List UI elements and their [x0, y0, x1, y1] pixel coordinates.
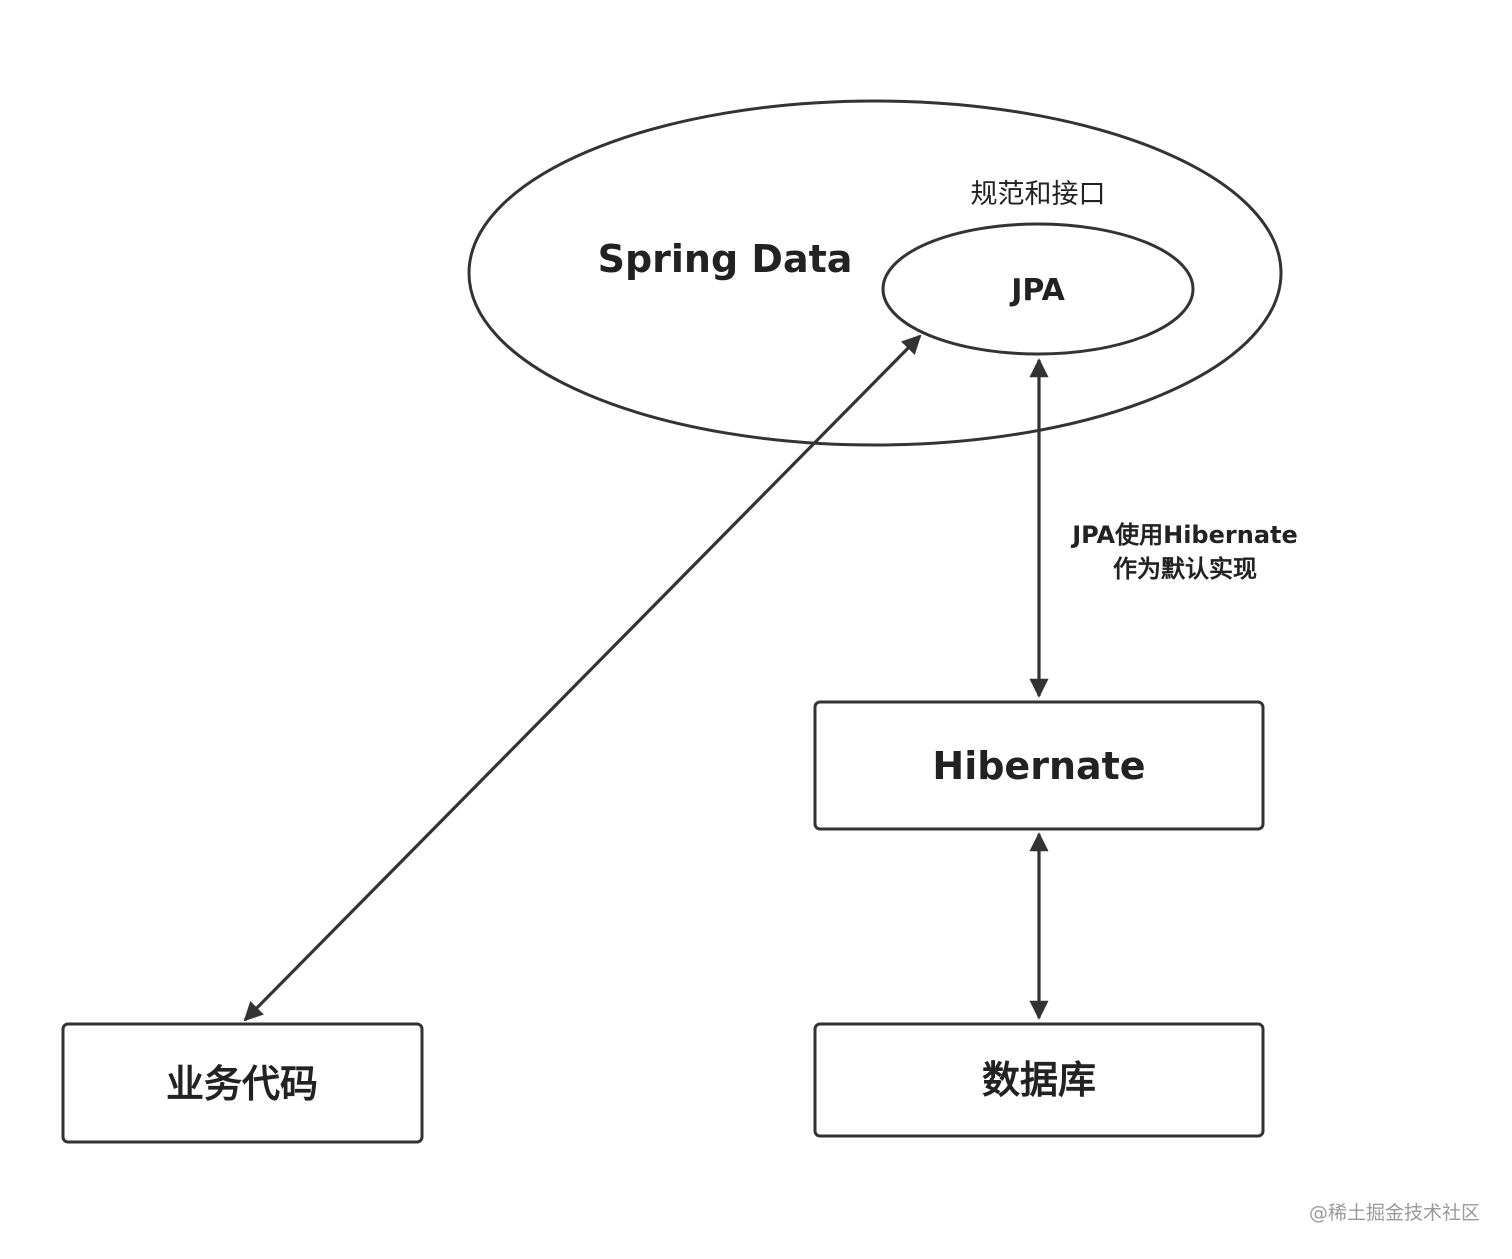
- hibernate-box: [813, 700, 1265, 831]
- jpa-label: JPA: [1009, 273, 1065, 308]
- jpa-caption: 规范和接口: [971, 179, 1106, 210]
- hibernate-label: Hibernate: [932, 744, 1145, 788]
- database-label: 数据库: [982, 1058, 1096, 1102]
- watermark-text: @稀土掘金技术社区: [1309, 1202, 1480, 1224]
- spring-data-label: Spring Data: [598, 237, 853, 281]
- edge-business-to-jpa: [243, 334, 922, 1022]
- edge-jpa-hibernate-label-line2: 作为默认实现: [1113, 555, 1257, 583]
- database-box: [813, 1022, 1265, 1138]
- edge-jpa-hibernate-label-line1: JPA使用Hibernate: [1070, 521, 1298, 549]
- business-code-box: [61, 1022, 424, 1144]
- jpa-ellipse: [881, 222, 1195, 356]
- business-code-label: 业务代码: [166, 1062, 318, 1106]
